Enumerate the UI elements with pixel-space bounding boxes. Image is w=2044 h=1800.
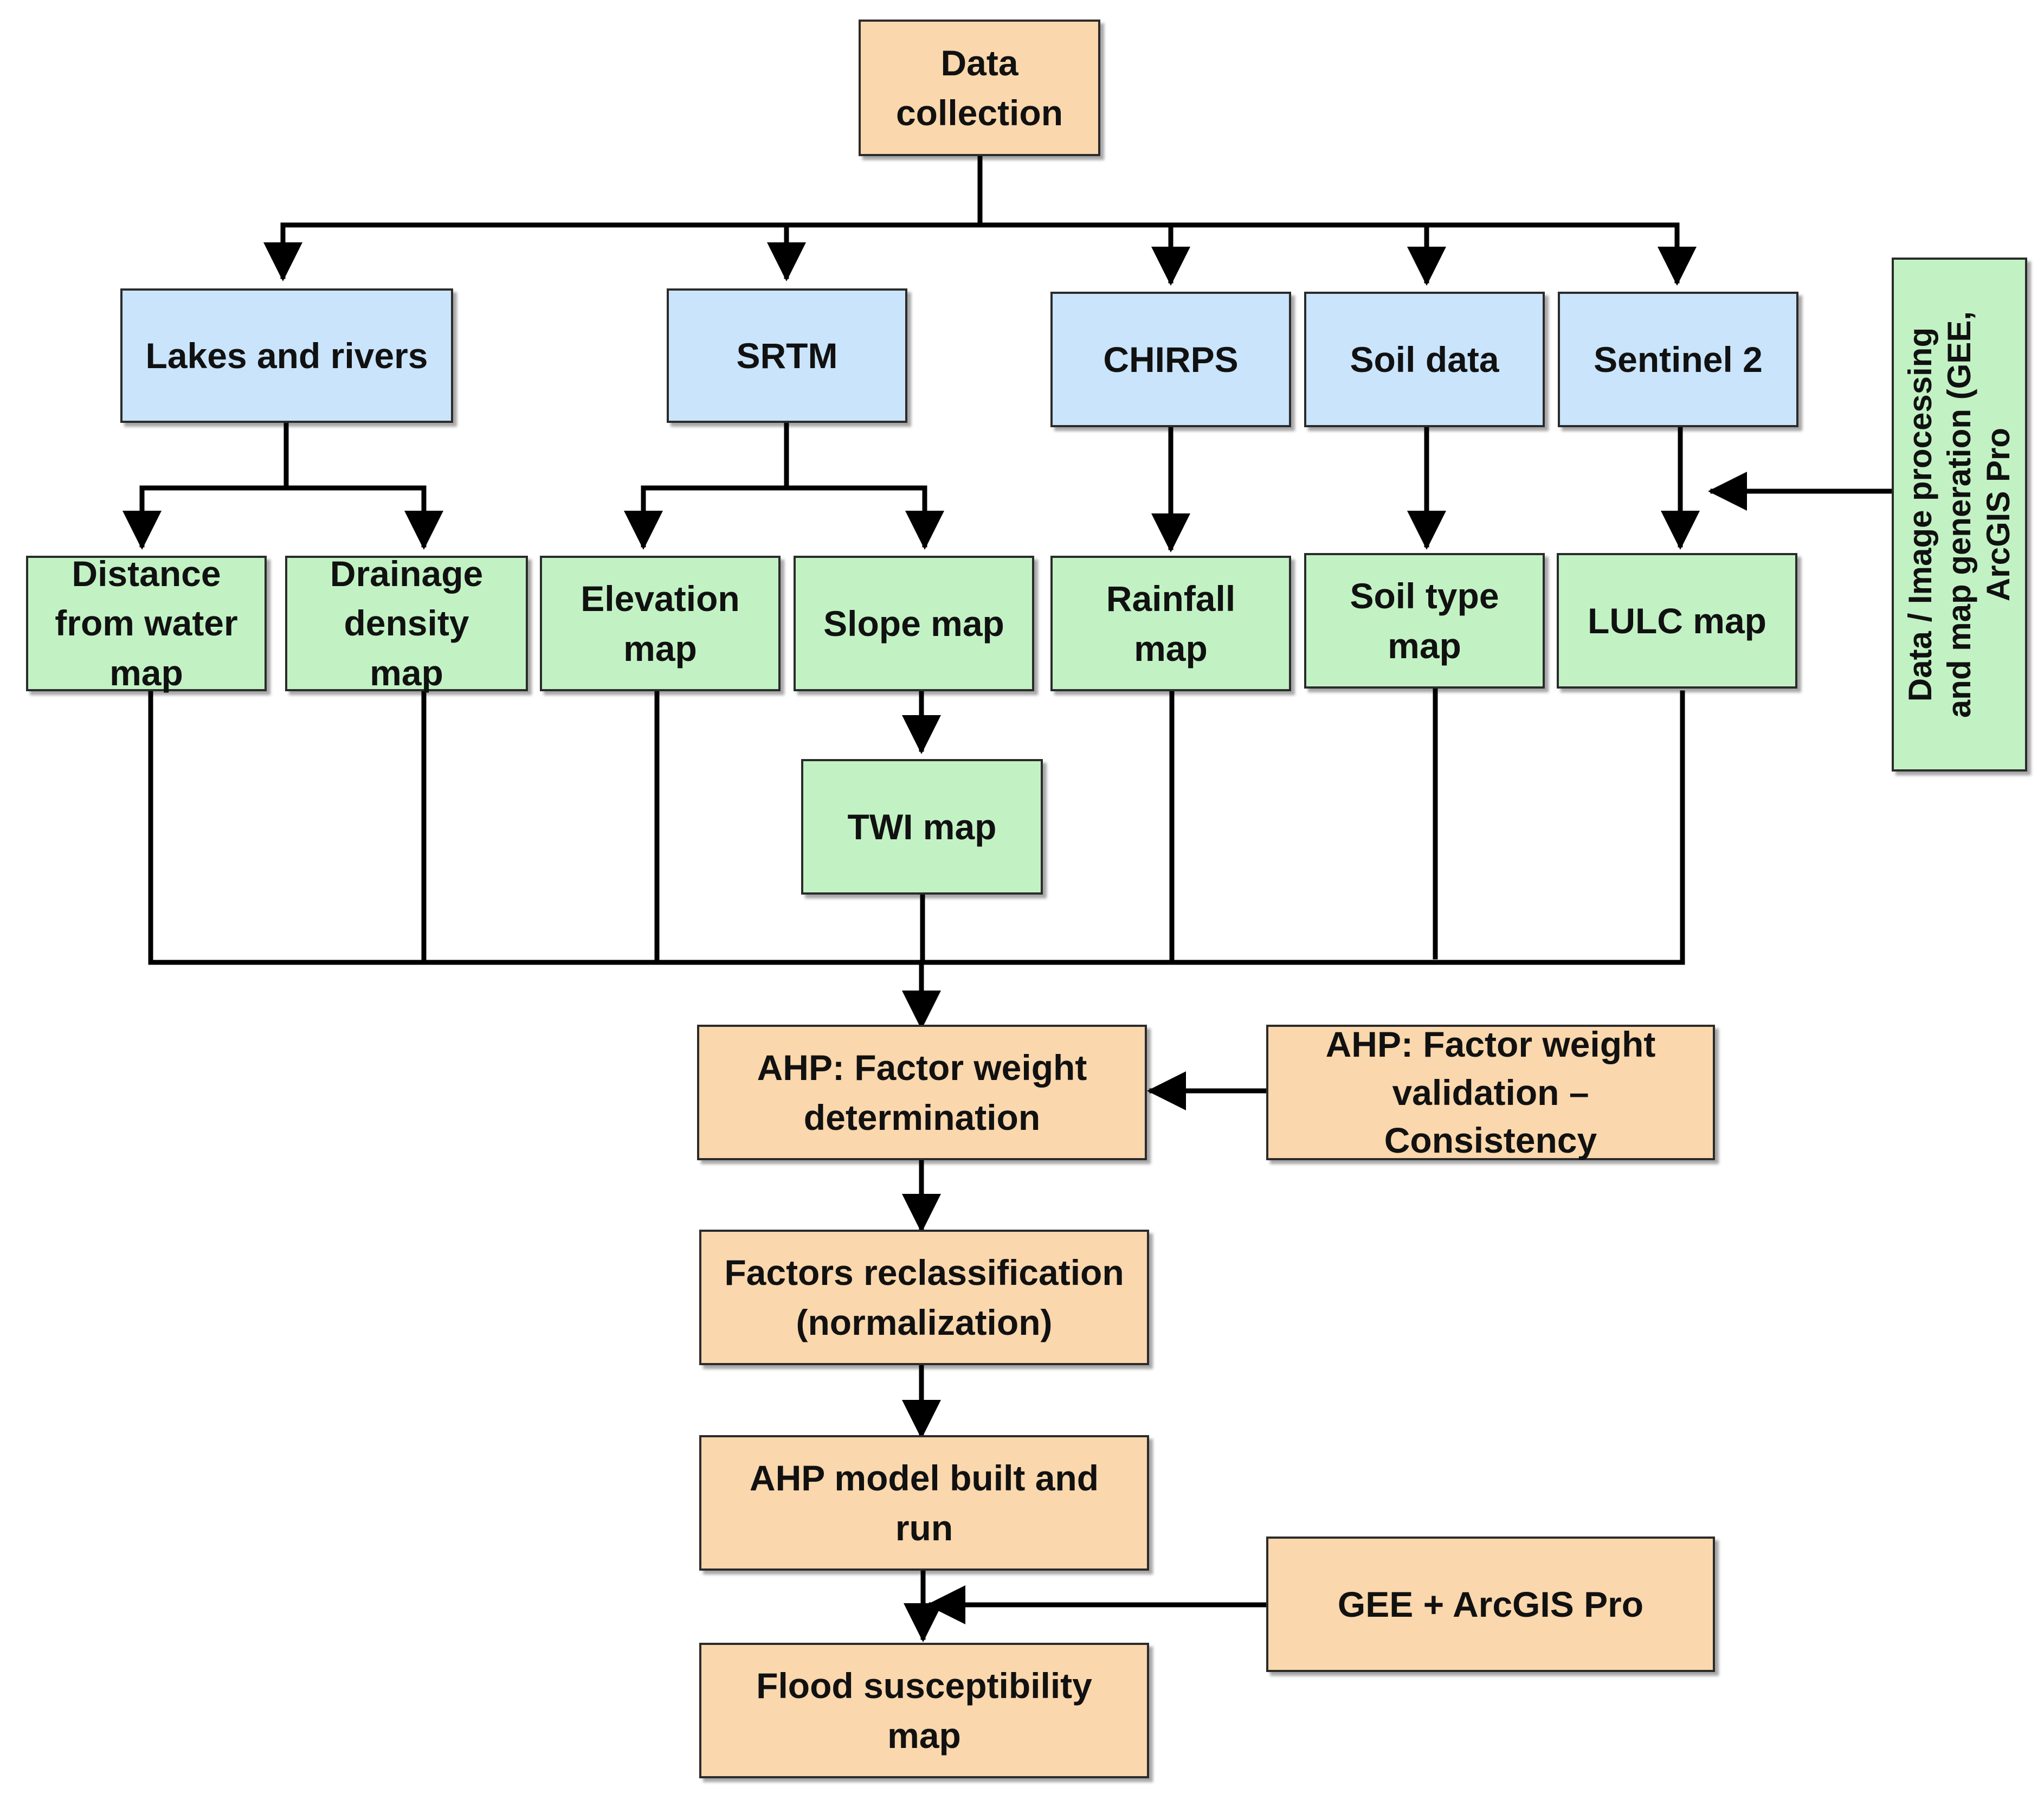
node-lulc: LULC map xyxy=(1557,553,1797,689)
node-drainage-density: Drainage density map xyxy=(285,554,528,693)
node-rainfall: Rainfall map xyxy=(1050,556,1291,691)
node-twi: TWI map xyxy=(801,759,1043,895)
node-data-collection: Data collection xyxy=(859,20,1100,156)
node-factors-reclassification: Factors reclassification (normalization) xyxy=(699,1230,1149,1365)
node-slope: Slope map xyxy=(794,556,1034,691)
node-ahp-weight-determination: AHP: Factor weight determination xyxy=(697,1025,1147,1160)
node-ahp-model: AHP model built and run xyxy=(699,1435,1149,1571)
node-distance-from-water: Distance from water map xyxy=(26,554,267,693)
node-chirps: CHIRPS xyxy=(1050,292,1291,427)
node-elevation: Elevation map xyxy=(540,556,781,691)
node-flood-susceptibility: Flood susceptibility map xyxy=(699,1643,1149,1778)
node-processing-note: Data / Image processing and map generati… xyxy=(1892,258,2027,772)
node-srtm: SRTM xyxy=(667,288,907,423)
processing-note-label: Data / Image processing and map generati… xyxy=(1902,311,2016,718)
node-soil-type: Soil type map xyxy=(1304,553,1545,689)
node-soil-data: Soil data xyxy=(1304,292,1545,427)
node-ahp-weight-validation: AHP: Factor weight validation – Consiste… xyxy=(1266,1024,1715,1160)
node-gee-arcgis: GEE + ArcGIS Pro xyxy=(1266,1537,1715,1672)
node-lakes-rivers: Lakes and rivers xyxy=(120,288,453,423)
node-sentinel-2: Sentinel 2 xyxy=(1558,292,1798,427)
